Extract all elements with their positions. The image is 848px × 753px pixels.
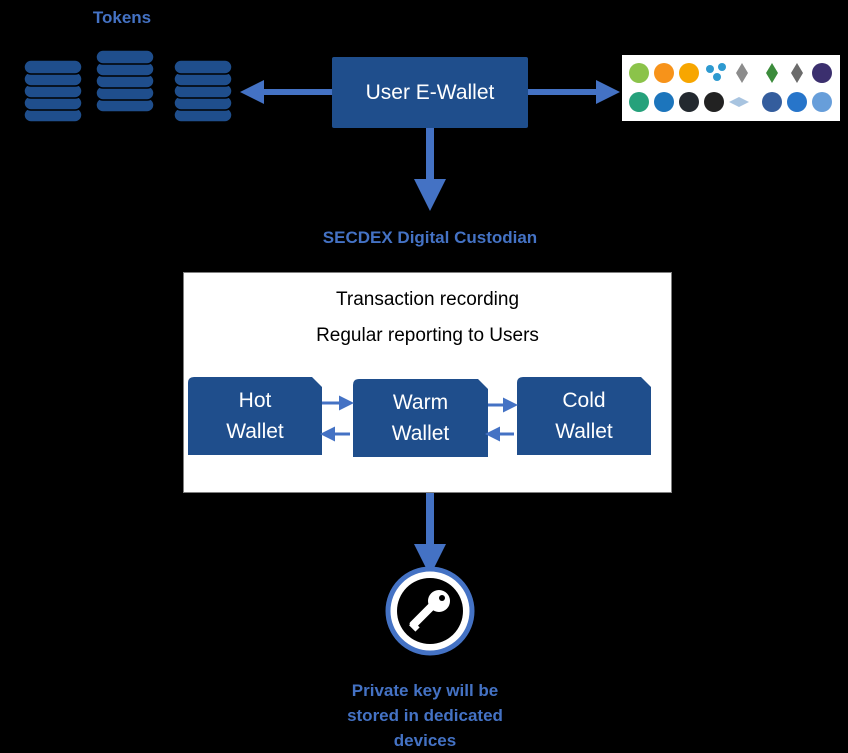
hot-wallet-line2: Wallet bbox=[226, 420, 284, 443]
private-key-line3: devices bbox=[393, 731, 457, 750]
tokens-label: Tokens bbox=[92, 8, 152, 27]
warm-wallet: Warm Wallet bbox=[353, 379, 488, 457]
transaction-recording-text: Transaction recording bbox=[335, 289, 520, 310]
custodian-title: SECDEX Digital Custodian bbox=[322, 228, 538, 247]
private-key-line1: Private key will be bbox=[351, 681, 499, 700]
key-icon bbox=[385, 566, 475, 656]
coin-stack-icon bbox=[23, 50, 233, 123]
warm-wallet-line1: Warm bbox=[392, 391, 449, 414]
cold-wallet-line1: Cold bbox=[562, 389, 606, 412]
hot-wallet-line1: Hot bbox=[238, 389, 272, 412]
user-ewallet-label: User E-Wallet bbox=[365, 80, 495, 104]
cold-wallet: Cold Wallet bbox=[517, 377, 651, 455]
cold-wallet-shape bbox=[517, 377, 651, 455]
wallet-transfer-arrows bbox=[320, 395, 518, 442]
cold-wallet-line2: Wallet bbox=[555, 420, 613, 443]
cryptocurrency-logos-icon bbox=[622, 55, 840, 121]
hot-wallet-shape bbox=[188, 377, 322, 455]
warm-wallet-line2: Wallet bbox=[391, 422, 450, 445]
private-key-note: Private key will be stored in dedicated … bbox=[300, 678, 550, 753]
private-key-line2: stored in dedicated bbox=[347, 706, 503, 725]
regular-reporting-text: Regular reporting to Users bbox=[316, 325, 539, 346]
custodian-box: Transaction recording Regular reporting … bbox=[183, 272, 672, 493]
user-ewallet-box: User E-Wallet bbox=[332, 57, 528, 128]
warm-wallet-shape bbox=[353, 379, 488, 457]
hot-wallet: Hot Wallet bbox=[188, 377, 322, 455]
